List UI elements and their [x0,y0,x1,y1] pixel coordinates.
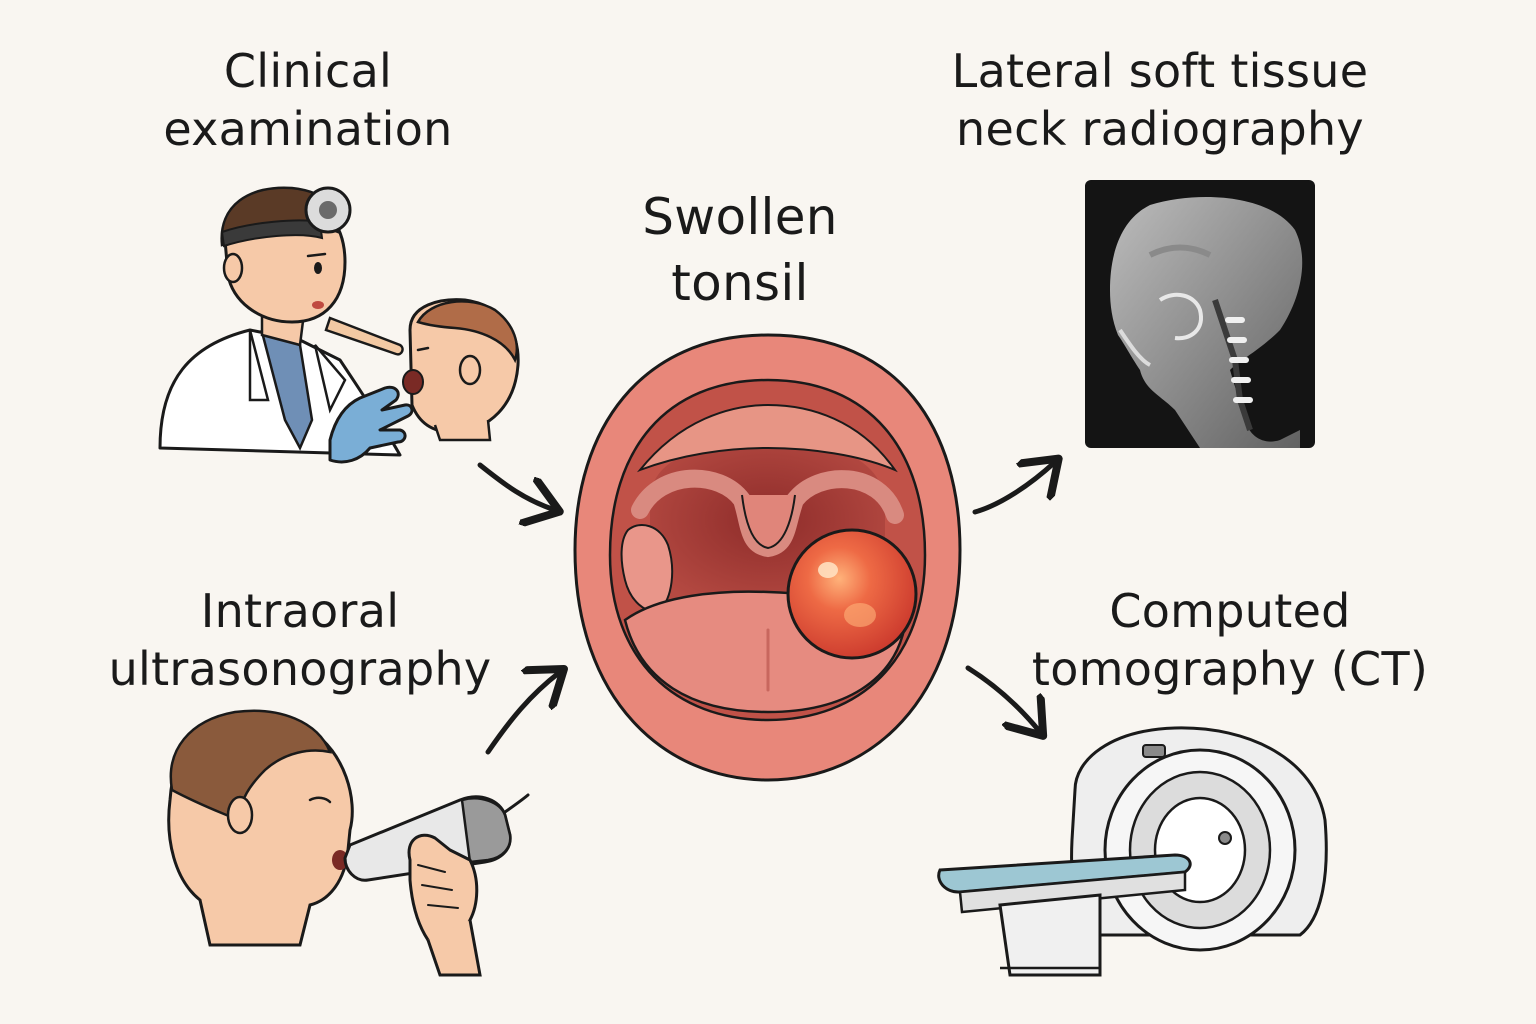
xray-skull-icon [1085,180,1315,448]
label-line: Intraoral [200,584,400,638]
arrow-clinical-to-tonsil [477,462,555,510]
label-swollen-tonsil: Swollen tonsil [540,184,940,316]
label-line: tomography (CT) [1031,642,1429,696]
label-neck-radiography: Lateral soft tissue neck radiography [900,42,1420,158]
label-line: Clinical [223,44,393,98]
label-line: Lateral soft tissue [951,44,1369,98]
label-line: ultrasonography [108,642,492,696]
open-mouth-tonsil-icon [573,333,962,782]
label-line: examination [163,102,453,156]
arrow-tonsil-to-xray [972,462,1055,515]
label-intraoral-ultrasonography: Intraoral ultrasonography [60,582,540,698]
doctor-examining-child-icon [158,186,520,464]
label-clinical-examination: Clinical examination [108,42,508,158]
label-computed-tomography: Computed tomography (CT) [990,582,1470,698]
ultrasound-probe-icon [167,709,530,977]
arrow-tonsil-to-ct [965,665,1040,732]
ct-scanner-icon [937,726,1328,977]
label-line: Computed [1109,584,1351,638]
label-line: Swollen [642,188,838,246]
label-line: tonsil [671,254,809,312]
arrow-ultrasound-to-tonsil [485,672,560,755]
label-line: neck radiography [956,102,1364,156]
